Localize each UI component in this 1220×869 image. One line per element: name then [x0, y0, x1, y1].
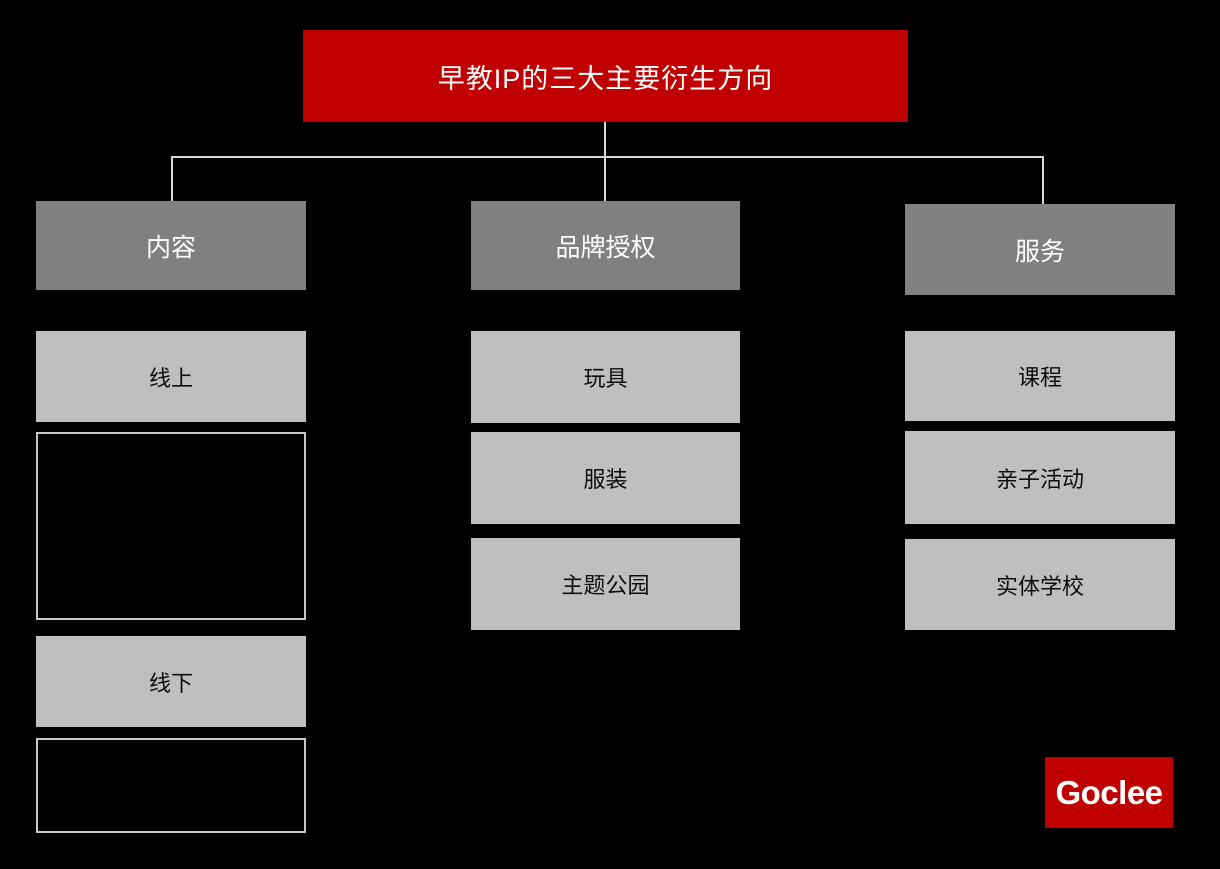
node-content-child-2-empty[interactable]: [36, 432, 306, 620]
branch-head-content-label: 内容: [145, 233, 196, 262]
goclee-logo: Goclee: [1045, 757, 1173, 828]
connector-drop-content: [171, 156, 173, 202]
node-brand-licensing-child-3-label: 主题公园: [561, 573, 650, 598]
node-service-child-3-label: 实体学校: [995, 573, 1084, 599]
node-content-child-1[interactable]: 线上: [36, 331, 306, 422]
diagram-title-text: 早教IP的三大主要衍生方向: [437, 63, 774, 94]
connector-drop-service: [1042, 156, 1044, 204]
node-brand-licensing-child-2[interactable]: 服装: [471, 432, 740, 524]
node-content-child-1-label: 线上: [148, 365, 193, 391]
node-service-child-1[interactable]: 课程: [905, 331, 1175, 421]
node-content-child-4-empty[interactable]: [36, 738, 306, 833]
connector-drop-brand-licensing: [604, 156, 606, 202]
node-service-child-3[interactable]: 实体学校: [905, 539, 1175, 630]
node-brand-licensing-child-2-label: 服装: [583, 467, 628, 492]
connector-horizontal-bar: [171, 156, 1044, 158]
node-service-child-1-label: 课程: [1017, 365, 1062, 390]
connector-title-stem: [604, 122, 606, 158]
node-brand-licensing-child-1-label: 玩具: [583, 366, 628, 391]
node-brand-licensing-child-1[interactable]: 玩具: [471, 331, 740, 423]
node-content-child-3-label: 线下: [148, 670, 193, 696]
branch-head-service-label: 服务: [1014, 237, 1065, 266]
node-brand-licensing-child-3[interactable]: 主题公园: [471, 538, 740, 630]
diagram-title-box: 早教IP的三大主要衍生方向: [303, 30, 908, 122]
node-service-child-2-label: 亲子活动: [995, 466, 1084, 492]
branch-head-service[interactable]: 服务: [905, 204, 1175, 295]
branch-head-content[interactable]: 内容: [36, 201, 306, 290]
node-content-child-3[interactable]: 线下: [36, 636, 306, 727]
branch-head-brand-licensing-label: 品牌授权: [555, 233, 656, 262]
branch-head-brand-licensing[interactable]: 品牌授权: [471, 201, 740, 290]
goclee-logo-text: Goclee: [1055, 773, 1163, 811]
node-service-child-2[interactable]: 亲子活动: [905, 431, 1175, 524]
